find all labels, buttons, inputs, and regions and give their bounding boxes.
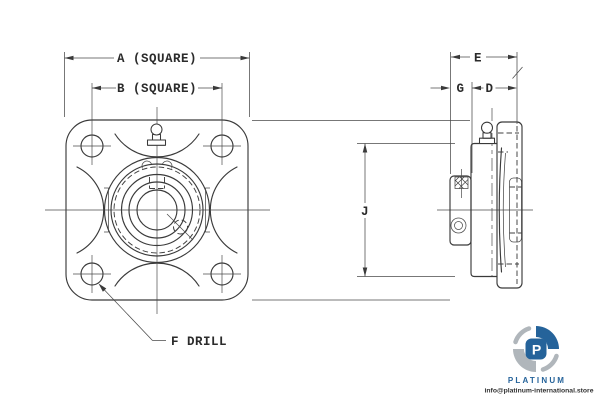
dim-b: B (SQUARE) (92, 82, 222, 96)
side-tabs (104, 187, 210, 233)
dim-f-drill: F DRILL (98, 283, 227, 349)
dim-a-label: A (SQUARE) (117, 52, 197, 66)
zerk-ball (480, 121, 494, 134)
dim-j: J (357, 143, 455, 277)
cast-lugs (141, 160, 173, 169)
dimension-annotations: A (SQUARE) B (SQUARE) E G (64, 52, 523, 349)
rear-hub (509, 177, 522, 243)
dim-e-label: E (474, 52, 482, 66)
dim-b-label: B (SQUARE) (117, 82, 197, 96)
hidden-grease-passage (149, 177, 165, 189)
dim-d-label: D (485, 82, 493, 96)
brand-name: PLATINUM (508, 376, 566, 385)
set-screw-axial (450, 217, 467, 234)
sphere-seat-arcs (498, 147, 506, 273)
dim-g-d: G D (430, 82, 517, 173)
watermark: P PLATINUM info@platinum-international.s… (485, 326, 594, 395)
f-drill-label: F DRILL (171, 335, 227, 349)
dim-a: A (SQUARE) (64, 52, 250, 117)
logo-letter: P (532, 342, 541, 358)
side-view (252, 108, 533, 301)
projection-lines (252, 120, 470, 301)
locking-collar (449, 175, 472, 246)
set-screw-section (454, 169, 469, 198)
dim-g-label: G (456, 82, 464, 96)
zerk-ball (150, 123, 163, 136)
hidden-circle (113, 166, 201, 254)
front-view (45, 83, 270, 314)
grease-fitting-front (146, 123, 167, 146)
contact-email: info@platinum-international.store (485, 388, 594, 395)
hidden-edges-side (498, 126, 522, 284)
dim-e: E (450, 52, 523, 174)
dim-j-label: J (361, 205, 369, 219)
hidden-setscrew (166, 213, 194, 241)
bearing-circles (103, 156, 211, 264)
platinum-logo-icon: P (513, 326, 559, 372)
bolt-holes (73, 83, 241, 293)
grease-fitting-side (478, 121, 496, 145)
shaft-bore (136, 189, 178, 231)
flange-plate-side (496, 121, 523, 289)
